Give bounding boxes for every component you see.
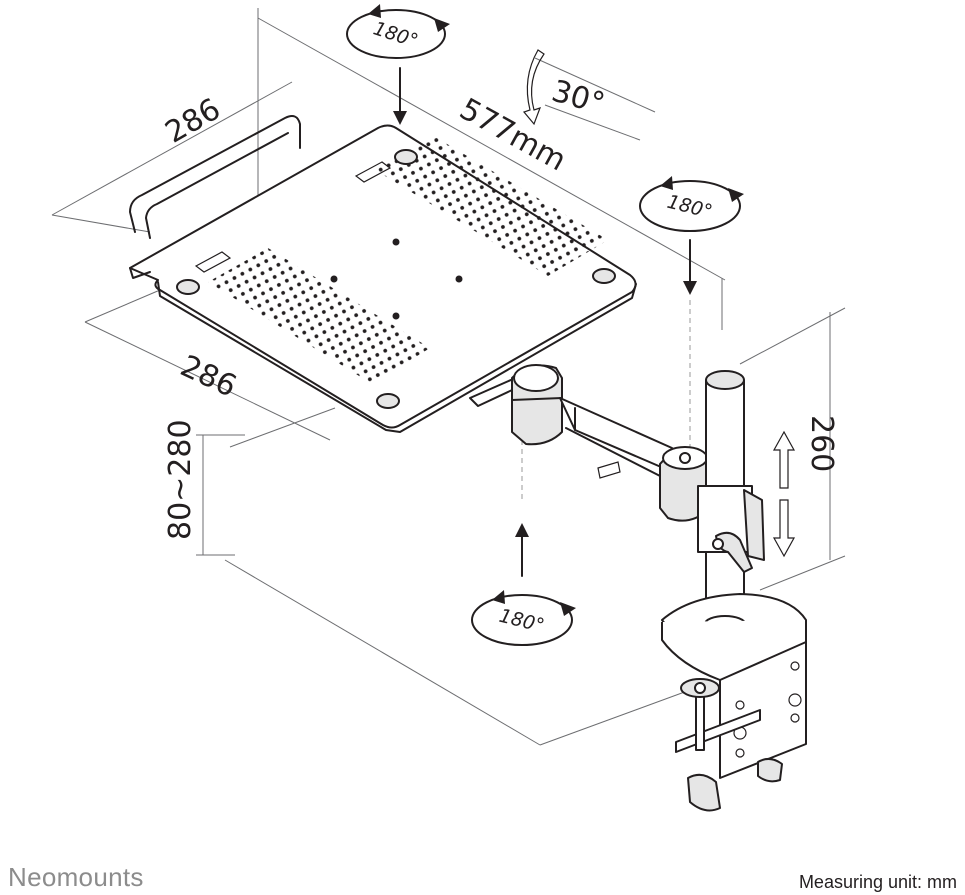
dim-tilt: 30° [548,74,609,122]
measuring-unit-note: Measuring unit: mm [798,872,957,892]
rotation-badge-top: 180° [346,4,450,59]
rotation-label-top: 180° [371,17,421,52]
rotation-label-arm: 180° [665,191,715,223]
rotation-badge-arm: 180° [639,176,744,232]
rotation-label-bottom: 180° [497,605,547,637]
articulating-arm [469,364,709,522]
laptop-tray [129,115,637,433]
brand-logo: Neomounts [8,862,144,892]
pole-and-clamp [661,370,807,812]
dim-pole-height: 260 [804,415,839,472]
rotation-badge-bottom: 180° [471,590,576,646]
motion-arrows [393,49,796,577]
dim-tray-width: 286 [160,92,227,151]
dim-tray-depth: 286 [175,349,242,405]
dimension-lines [51,8,846,746]
dim-height-range: 80~280 [163,419,198,540]
